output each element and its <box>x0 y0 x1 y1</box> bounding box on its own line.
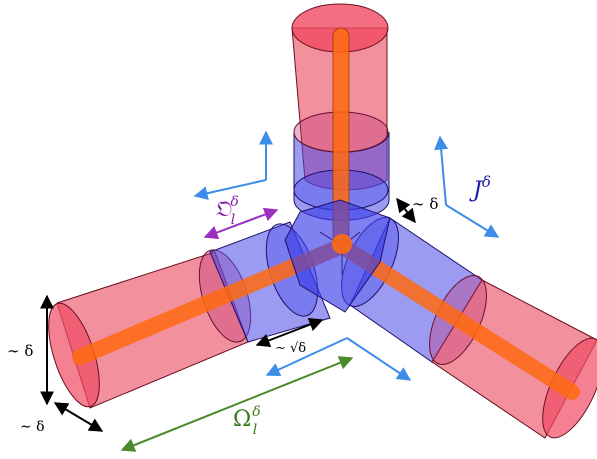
delta-bottom-label: ∼ δ <box>20 419 45 435</box>
omega-arrow <box>120 356 354 452</box>
delta-bottom-arrow <box>53 402 104 432</box>
junction-label: Jδ <box>469 173 491 203</box>
frame-arrows-right <box>434 135 500 238</box>
top-arm <box>291 3 390 244</box>
delta-junction-arrow <box>396 197 416 224</box>
sqrt-delta-arrow <box>255 317 324 348</box>
frame-arrows-left <box>193 130 273 201</box>
right-arm-core <box>334 238 580 400</box>
left-arm <box>48 221 350 409</box>
delta-left-label: ∼ δ <box>7 342 33 360</box>
delta-junction-label: ∼ δ <box>412 195 438 213</box>
junction-center <box>284 199 391 313</box>
sqrt-delta-label: ∼ √δ <box>275 341 306 356</box>
link-arrow <box>203 207 279 240</box>
